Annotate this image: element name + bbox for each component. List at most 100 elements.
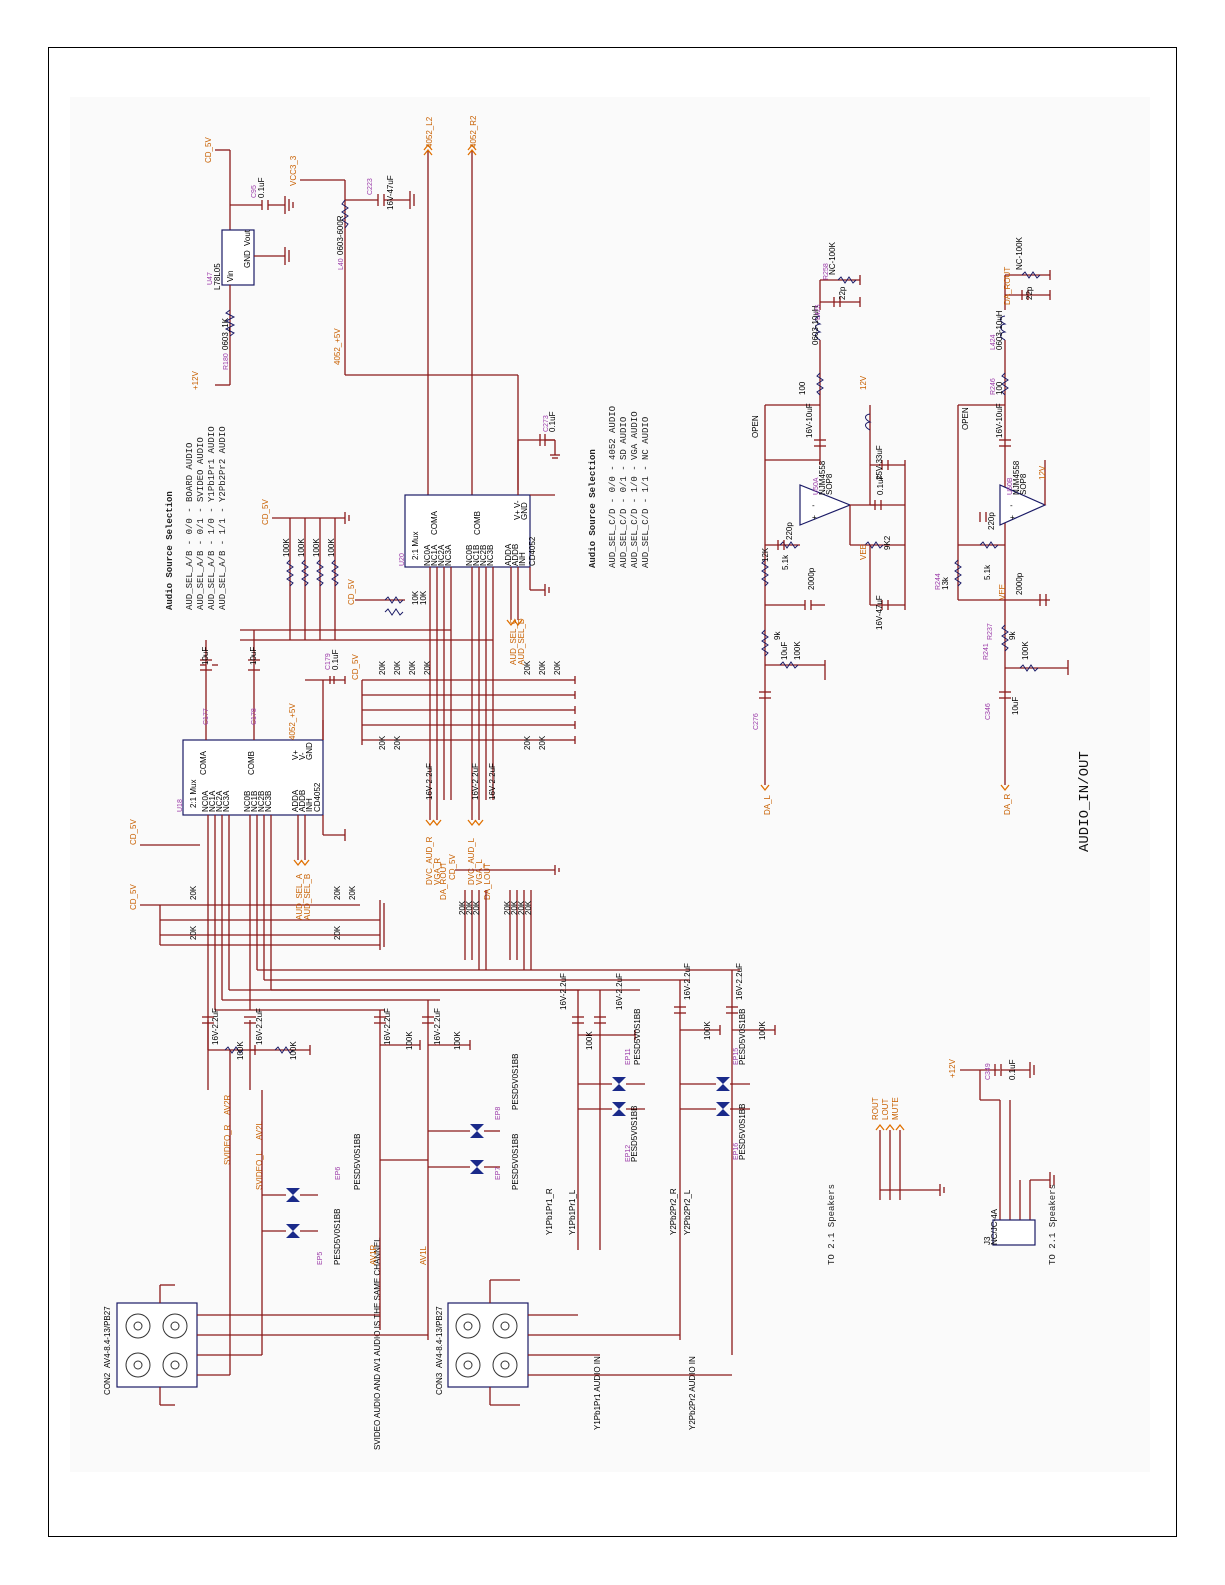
schematic-label: 16V-2.2uF bbox=[383, 1008, 392, 1045]
vcc-filter: VCC3_3 0603-600R L40 C223 16V-47uF 4052_… bbox=[289, 155, 519, 490]
schematic-label: COMA bbox=[199, 750, 208, 775]
schematic-label: NC1B bbox=[472, 545, 481, 566]
schematic-label: NC-100K bbox=[828, 241, 837, 275]
dvc-vga-nets: DVC_AUD_R VGA_R DVC_AUD_L VGA_L DA_ROUT … bbox=[425, 819, 560, 970]
schematic-label: R237 bbox=[987, 623, 994, 640]
schematic-label: INH bbox=[518, 552, 527, 566]
schematic-label: 16V-2.2uF bbox=[471, 763, 480, 800]
con2-note: SVIDEO AUDIO AND AV1 AUDIO IS THE SAME C… bbox=[373, 1237, 382, 1450]
schematic-label: EP5 bbox=[317, 1252, 324, 1265]
schematic-label: ADDB bbox=[298, 790, 307, 812]
esd-diodes: EP5 PESD5V0S1BB EP6 PESD5V0S1BB EP7 PESD… bbox=[262, 1009, 750, 1265]
schematic-label: PESD5V0S1BB bbox=[511, 1054, 520, 1110]
schematic-label: EP12 bbox=[625, 1145, 632, 1162]
schematic-label: 100K bbox=[297, 538, 306, 557]
schematic-label: Y2Pb2Pr2_R bbox=[669, 1188, 678, 1235]
schematic-label: VEE bbox=[859, 544, 868, 560]
schematic-label: 20K bbox=[423, 660, 432, 675]
schematic-label: 16V-47uF bbox=[875, 595, 884, 630]
schematic-label: NJM4558 bbox=[818, 460, 827, 495]
schematic-label: PESD5V0S1BB bbox=[738, 1104, 747, 1160]
esd-ep11 bbox=[578, 1077, 645, 1091]
schematic-label: + bbox=[812, 513, 817, 522]
schematic-label: 20K bbox=[538, 660, 547, 675]
schematic-label: AUD_SEL_C bbox=[509, 618, 518, 665]
schematic-label: 5.1k bbox=[781, 554, 790, 570]
amp-left-u50a: DA_L C276 100K 10uF 2000p 9k 5.1k 220p 1… bbox=[751, 241, 906, 815]
schematic-label: PESD5V0S1BB bbox=[738, 1009, 747, 1065]
schematic-label: V+ bbox=[291, 750, 300, 760]
schematic-label: 100K bbox=[282, 538, 291, 557]
connector-con3: CON3 AV4-8.4-13/PB27 bbox=[435, 1279, 732, 1406]
schematic-label: VGA_L bbox=[475, 859, 484, 885]
schematic-label: NJM4558 bbox=[1012, 460, 1021, 495]
schematic-label: 22p bbox=[838, 286, 847, 300]
schematic-label: 20K bbox=[378, 660, 387, 675]
schematic-label: V- bbox=[298, 752, 307, 760]
schematic-label: CD4052 bbox=[528, 536, 537, 566]
schematic-label: 0.1uF bbox=[331, 649, 340, 670]
schematic-label: EP6 bbox=[335, 1167, 342, 1180]
schematic-label: 20K bbox=[333, 885, 342, 900]
schematic-label: Y1Pb1Pr1_R bbox=[545, 1188, 554, 1235]
u47-part: L78L05 bbox=[213, 263, 222, 290]
schematic-label: Y1Pb1Pr1_L bbox=[568, 1189, 577, 1235]
schematic-label: OPEN bbox=[961, 407, 970, 430]
schematic-label: C273 bbox=[543, 415, 550, 432]
schematic-label: 20K bbox=[517, 900, 526, 915]
schematic-label: PESD5V0S1BB bbox=[633, 1009, 642, 1065]
schematic-label: NC1A bbox=[430, 544, 439, 566]
schematic-label: AV1L bbox=[419, 1245, 428, 1265]
esd-ep8 bbox=[428, 1124, 500, 1138]
speaker-connector-j3: +12V C349 0.1uF J3 NC/JC-4A ROUT LOUT MU… bbox=[871, 1058, 1055, 1246]
schematic-label: U18 bbox=[177, 799, 184, 812]
schematic-label: 4052_+5V bbox=[288, 703, 297, 740]
schematic-label: 10uF bbox=[780, 642, 789, 660]
schematic-label: CD_5V bbox=[351, 654, 360, 680]
schematic-label: VGA_R bbox=[433, 858, 442, 885]
u20-bias-resistors: 100K 100K 100K 100K CD_5V CD_5V 10K 10K bbox=[261, 499, 428, 640]
schematic-label: 22p bbox=[1025, 286, 1034, 300]
speakers-note-1: TO 2.1 Speakers bbox=[827, 1184, 837, 1265]
con3-note-2: Y2Pb2Pr2 AUDIO IN bbox=[688, 1356, 697, 1430]
schematic-label: NC-100K bbox=[1015, 236, 1024, 270]
schematic-label: 20K bbox=[538, 735, 547, 750]
schematic-label: NC2B bbox=[257, 791, 266, 812]
schematic-label: SVIDEO_L bbox=[255, 1150, 264, 1190]
sheet-title: AUDIO_IN/OUT bbox=[1077, 751, 1093, 852]
schematic-label: AV1R bbox=[369, 1244, 378, 1265]
esd-ep5 bbox=[262, 1188, 318, 1202]
sel2-line: AUD_SEL_C/D - 1/0 - VGA AUDIO bbox=[630, 411, 640, 568]
schematic-label: NC/JC-4A bbox=[990, 1208, 999, 1245]
gnd-pin: GND bbox=[243, 250, 252, 268]
speakers-note-2: TO 2.1 Speakers bbox=[1048, 1184, 1058, 1265]
schematic-label: 0.1uF bbox=[876, 474, 885, 495]
esd-ep12 bbox=[578, 1102, 645, 1116]
schematic-label: 2000p bbox=[807, 567, 816, 590]
schematic-label: AV2L bbox=[255, 1120, 264, 1140]
schematic-label: L425 bbox=[815, 304, 822, 320]
vout-pin: Vout bbox=[243, 229, 252, 246]
schematic-label: R180 bbox=[223, 353, 230, 370]
schematic-label: 20K bbox=[523, 735, 532, 750]
schematic-label: NC3A bbox=[222, 790, 231, 812]
schematic-label: 2000p bbox=[1015, 572, 1024, 595]
regulator-u47: Vin Vout GND CD_5V +12V U47 L78L05 C95 0… bbox=[191, 137, 294, 390]
schematic-label: 100K bbox=[236, 1041, 245, 1060]
esd-ep6 bbox=[262, 1224, 318, 1238]
schematic-label: 100K bbox=[289, 1041, 298, 1060]
schematic-label: CD_5V bbox=[448, 854, 457, 880]
schematic-label: 100K bbox=[453, 1031, 462, 1050]
schematic-label: + bbox=[1010, 513, 1015, 522]
schematic-label: VCC3_3 bbox=[289, 155, 298, 186]
schematic-label: NC2A bbox=[215, 790, 224, 812]
p12v-net: +12V bbox=[191, 370, 200, 390]
schematic-label: PESD5V0S1BB bbox=[511, 1134, 520, 1190]
schematic-label: NC3B bbox=[486, 545, 495, 566]
con3-note-1: Y1Pb1Pr1 AUDIO IN bbox=[593, 1356, 602, 1430]
sel2-title: Audio Source Selection bbox=[588, 449, 598, 568]
schematic-label: R241 bbox=[983, 643, 990, 660]
schematic-label: 16V-10uF bbox=[995, 403, 1004, 438]
schematic-label: 10K bbox=[411, 590, 420, 605]
